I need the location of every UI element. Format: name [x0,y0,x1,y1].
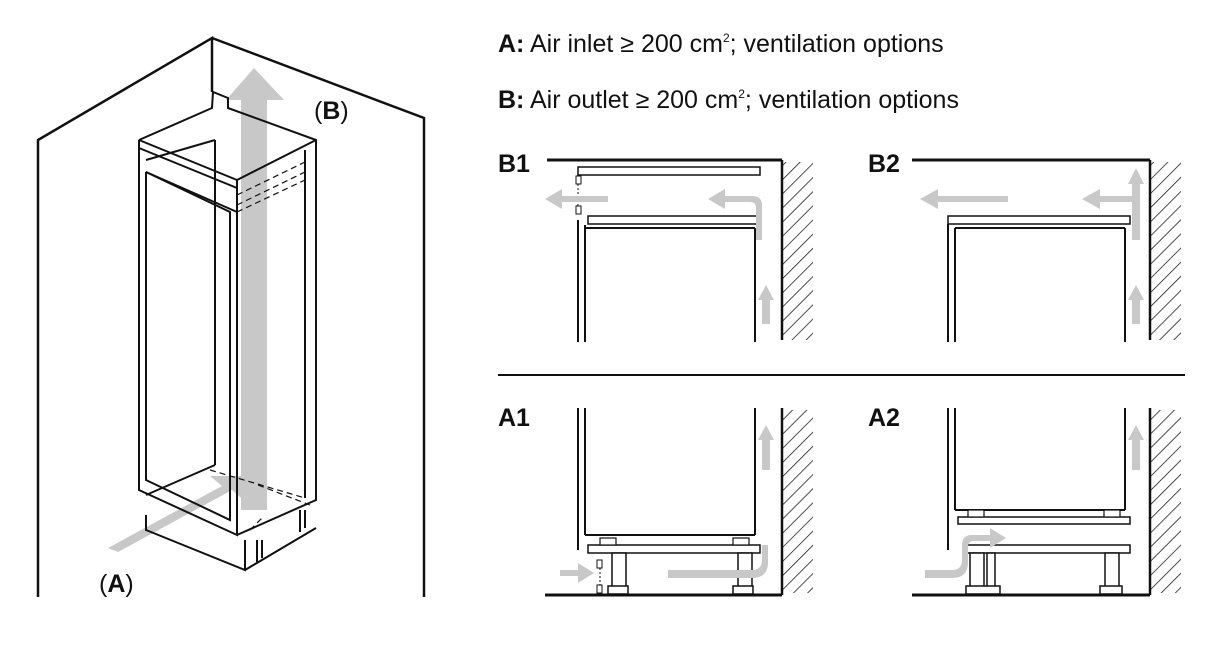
panel-a2 [912,408,1181,597]
cabinet-outline [138,90,317,572]
legend-a: A: Air inlet ≥ 200 cm2; ventilation opti… [498,30,944,58]
panel-label-b1: B1 [498,150,530,178]
hidden-edges [209,161,311,531]
room-corner-walls [36,35,426,597]
panel-label-a2: A2 [868,404,900,432]
cabinet-label-b: (B) [314,97,349,125]
cabinet-label-a: (A) [99,570,134,598]
airflow-inlet-arrow [108,476,250,552]
panel-a1 [545,408,813,597]
panel-b2 [912,158,1181,342]
panel-b1 [545,158,813,342]
legend-b: B: Air outlet ≥ 200 cm2; ventilation opt… [498,86,959,114]
panel-label-a1: A1 [498,404,530,432]
airflow-up-arrow [226,68,284,510]
panel-label-b2: B2 [868,150,900,178]
